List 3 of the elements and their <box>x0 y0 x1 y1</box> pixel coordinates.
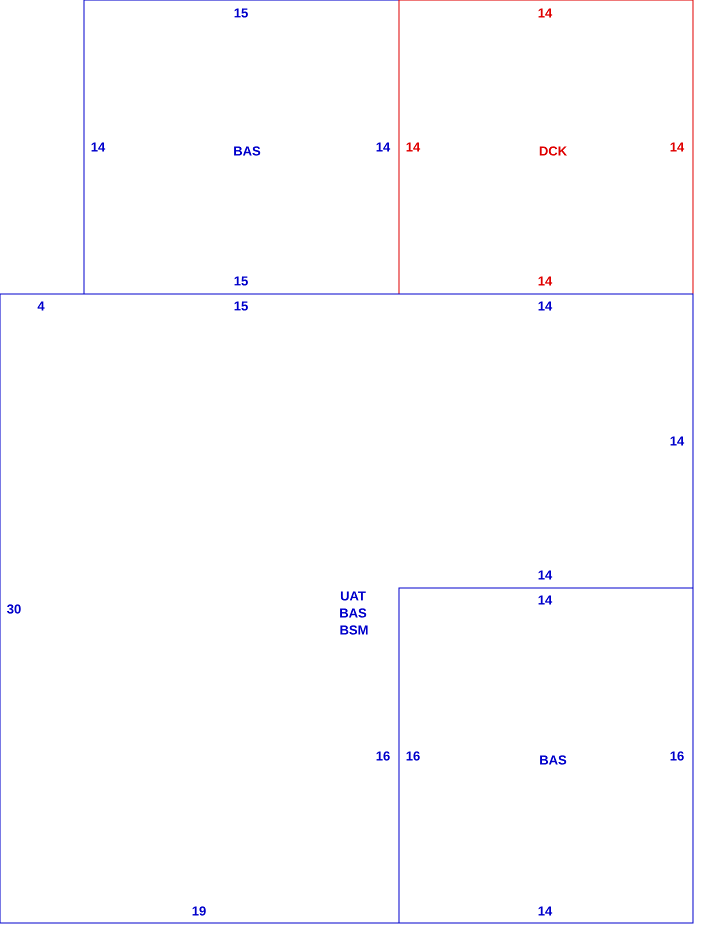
room: 14 14 DCK 14 14 <box>398 0 694 294</box>
room: 14 16 BAS 16 14 <box>398 588 694 924</box>
room: 15 14 BAS 14 15 <box>84 0 400 294</box>
